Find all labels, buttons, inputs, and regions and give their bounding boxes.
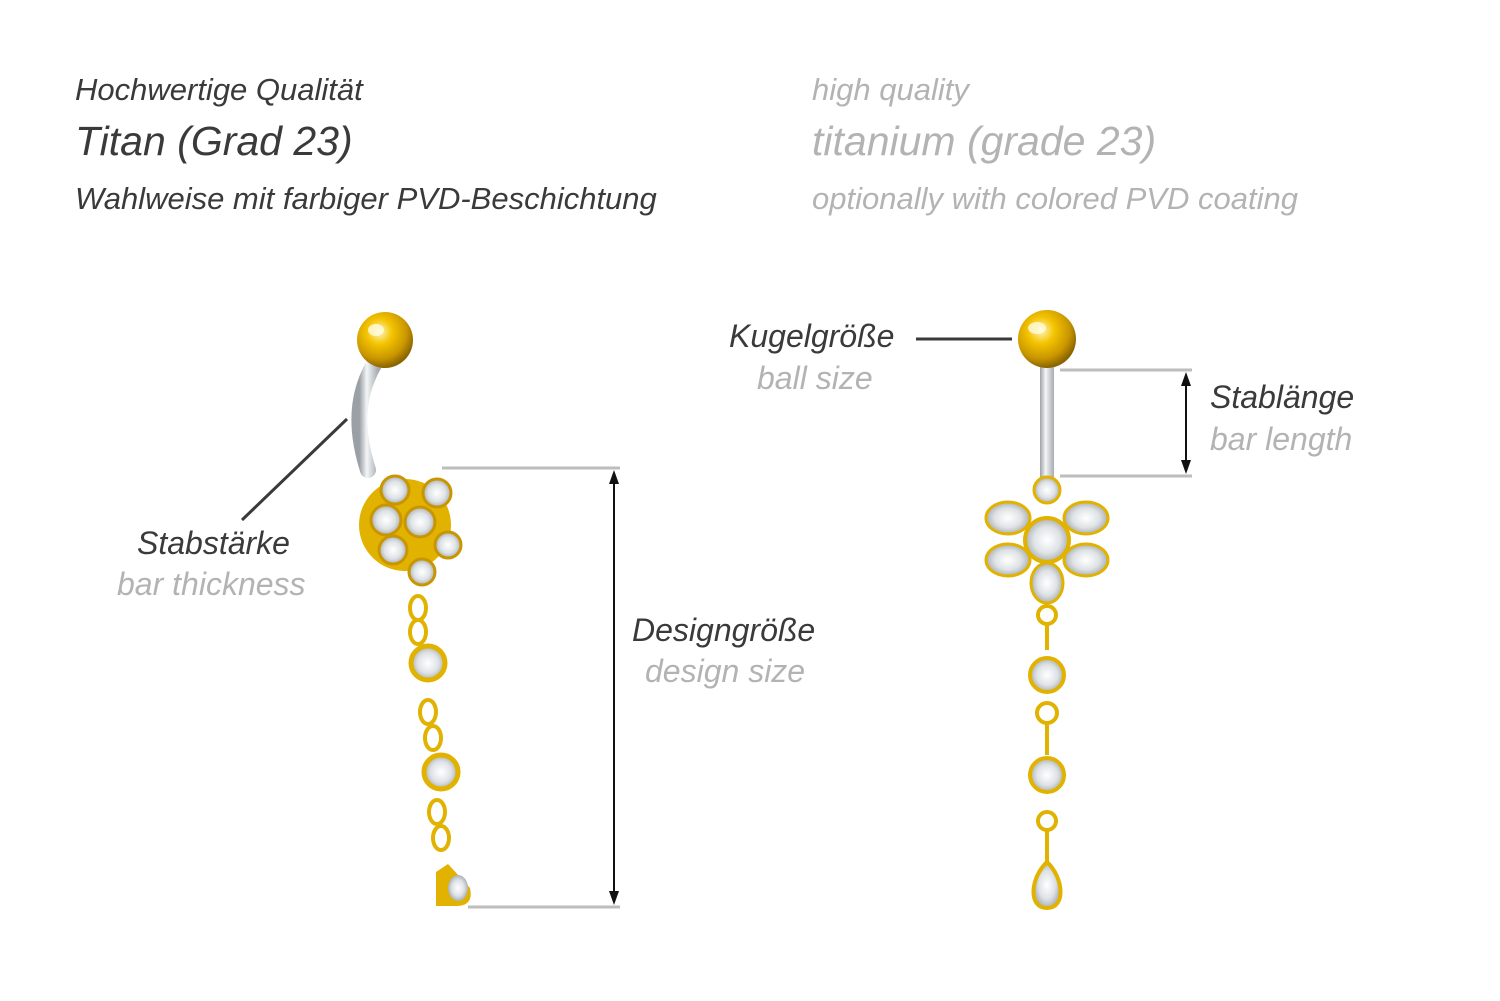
label-ball-size-en: ball size [757,360,873,396]
label-bar-length-en: bar length [1210,421,1353,457]
header-coating-de: Wahlweise mit farbiger PVD-Beschichtung [75,181,657,216]
header-quality-de: Hochwertige Qualität [75,72,363,107]
header-coating-en: optionally with colored PVD coating [812,181,1298,216]
label-bar-thickness-de: Stabstärke [137,525,290,561]
label-ball-size-de: Kugelgröße [729,318,895,354]
left-jewelry-side-view [240,312,620,909]
header-material-de: Titan (Grad 23) [75,118,353,164]
header-material-en: titanium (grade 23) [812,118,1157,164]
right-jewelry-front-view [916,310,1192,911]
label-design-size-en: design size [645,653,806,689]
label-bar-length-de: Stablänge [1210,379,1355,415]
label-bar-thickness-en: bar thickness [117,566,306,602]
header-quality-en: high quality [812,72,969,107]
label-design-size-de: Designgröße [632,612,816,648]
